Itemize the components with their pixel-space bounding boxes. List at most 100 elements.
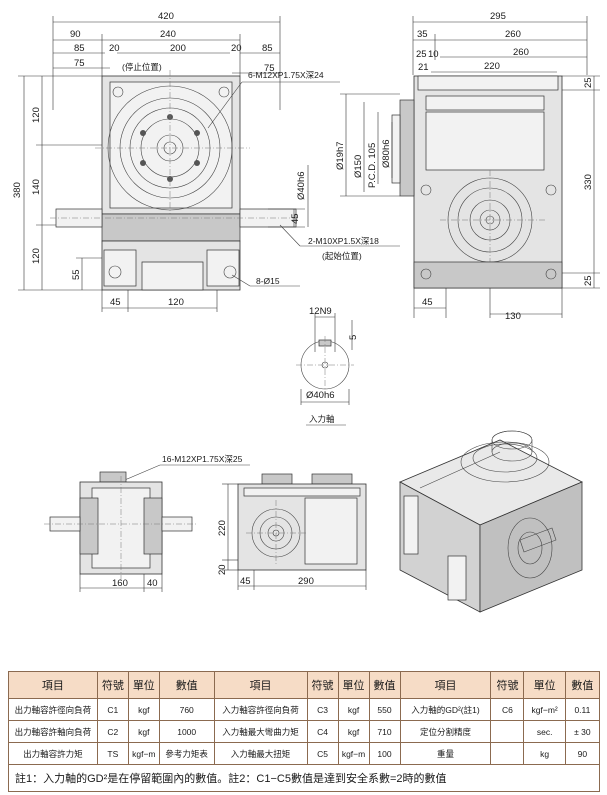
dim-120-bottom: 120 — [31, 248, 42, 264]
cell: kgf — [337, 698, 370, 721]
table-row: 出力軸容許力矩 TS kgf−m 參考力矩表 入力軸最大扭矩 C5 kgf−m … — [8, 742, 601, 765]
bottom-tap-label: 16-M12XP1.75X深25 — [162, 454, 243, 464]
cell: 定位分割精度 — [399, 720, 492, 743]
start-position-label: (起始位置) — [322, 251, 362, 261]
cell: C2 — [96, 720, 129, 743]
cell: C6 — [490, 698, 525, 721]
cell: kgf — [127, 720, 160, 743]
holes-label: 8-Ø15 — [256, 276, 280, 286]
dim-290: 290 — [298, 576, 314, 587]
cell: 100 — [368, 742, 401, 765]
header-symbol: 符號 — [306, 671, 339, 699]
dim-85-right: 85 — [262, 43, 273, 54]
cell: TS — [96, 742, 129, 765]
dim-200: 200 — [170, 43, 186, 54]
dim-55: 55 — [71, 269, 82, 280]
dim-19: Ø19h7 — [335, 141, 346, 170]
dim-r25-bottom: 25 — [583, 275, 594, 286]
cell: 入力軸容許徑向負荷 — [213, 698, 308, 721]
cell: C4 — [306, 720, 339, 743]
header-symbol: 符號 — [490, 671, 525, 699]
dim-40: 40 — [147, 578, 158, 589]
dim-120-top: 120 — [31, 107, 42, 123]
header-unit: 單位 — [337, 671, 370, 699]
dim-240: 240 — [160, 29, 176, 40]
note-row: 註1：入力軸的GD²是在停留範圍內的數值。註2：C1−C5數值是達到安全系數=2… — [8, 764, 600, 792]
dim-220: 220 — [484, 61, 500, 72]
dim-20-left: 20 — [109, 43, 120, 54]
cell: kgf — [127, 698, 160, 721]
dim-side-45: 45 — [422, 297, 433, 308]
dim-r25-top: 25 — [583, 77, 594, 88]
dim-25: 25 — [416, 49, 427, 60]
header-value: 數值 — [368, 671, 401, 699]
dim-120-base: 120 — [168, 297, 184, 308]
rear-view: 220 20 45 290 — [217, 473, 367, 590]
cell: 90 — [564, 742, 601, 765]
cell: ± 30 — [564, 720, 601, 743]
header-value: 數值 — [158, 671, 215, 699]
dim-80: Ø80h6 — [381, 139, 392, 168]
cell: 參考力矩表 — [158, 742, 215, 765]
cell: kgf−m — [127, 742, 160, 765]
dim-20-bottom: 20 — [217, 564, 228, 575]
dim-35: 35 — [417, 29, 428, 40]
spec-table: 項目 符號 單位 數值 項目 符號 單位 數值 項目 符號 單位 數值 出力軸容… — [8, 671, 601, 792]
shaft-dia-dim: Ø40h6 — [306, 390, 335, 401]
dim-260-top: 260 — [505, 29, 521, 40]
shaft-depth-dim: 5 — [348, 335, 359, 340]
dim-220-bottom: 220 — [217, 520, 228, 536]
cell: 出力軸容許力矩 — [8, 742, 98, 765]
dim-overall-width: 420 — [158, 11, 174, 22]
dim-10: 10 — [428, 49, 439, 60]
dim-90: 90 — [70, 29, 81, 40]
cell: kgf−m² — [523, 698, 566, 721]
shaft-detail: 12N9 5 Ø40h6 入力軸 — [296, 306, 359, 426]
cell: sec. — [523, 720, 566, 743]
dim-side-overall: 295 — [490, 11, 506, 22]
shaft-key-dim: 12N9 — [309, 306, 332, 317]
cell: 重量 — [399, 742, 492, 765]
dim-20-right: 20 — [231, 43, 242, 54]
cell: 出力軸容許軸向負荷 — [8, 720, 98, 743]
cell: 1000 — [158, 720, 215, 743]
dim-45-bottom: 45 — [110, 297, 121, 308]
spec-header-row: 項目 符號 單位 數值 項目 符號 單位 數值 項目 符號 單位 數值 — [8, 671, 601, 699]
cell: C3 — [306, 698, 339, 721]
cell: 入力軸最大彎曲力矩 — [213, 720, 308, 743]
cell: C5 — [306, 742, 339, 765]
header-item: 項目 — [213, 671, 308, 699]
side-housing — [413, 75, 563, 289]
dim-shaft-dia: Ø40h6 — [296, 171, 307, 200]
cell: kgf−m — [337, 742, 370, 765]
dim-45-rear: 45 — [240, 576, 251, 587]
cell: 入力軸的GD²(註1) — [399, 698, 492, 721]
dim-overall-height: 380 — [12, 182, 23, 198]
dim-75-left: 75 — [74, 58, 85, 69]
dim-160: 160 — [112, 578, 128, 589]
dim-75-right: 75 — [264, 63, 275, 74]
table-row: 出力軸容許徑向負荷 C1 kgf 760 入力軸容許徑向負荷 C3 kgf 55… — [8, 698, 601, 721]
isometric-view — [399, 430, 583, 613]
cell: 入力軸最大扭矩 — [213, 742, 308, 765]
header-item: 項目 — [399, 671, 492, 699]
header-value: 數值 — [564, 671, 601, 699]
cell: kg — [523, 742, 566, 765]
cell — [490, 720, 525, 743]
stop-position-label: (停止位置) — [122, 62, 162, 72]
tap-shaft-label: 2-M10XP1.5X深18 — [308, 236, 379, 246]
header-item: 項目 — [8, 671, 98, 699]
cell: C1 — [96, 698, 129, 721]
dim-85-left: 85 — [74, 43, 85, 54]
cell: 0.11 — [564, 698, 601, 721]
side-view: 295 35 260 25 10 260 21 220 Ø19h7 Ø150 — [335, 11, 600, 322]
header-unit: 單位 — [523, 671, 566, 699]
shaft-label: 入力軸 — [309, 414, 335, 424]
cell: 760 — [158, 698, 215, 721]
table-note: 註1：入力軸的GD²是在停留範圍內的數值。註2：C1−C5數值是達到安全系數=2… — [8, 764, 600, 792]
dim-shaft-45: 45 — [290, 213, 301, 224]
dim-330: 330 — [583, 174, 594, 190]
table-row: 出力軸容許軸向負荷 C2 kgf 1000 入力軸最大彎曲力矩 C4 kgf 7… — [8, 720, 601, 743]
dim-21: 21 — [418, 62, 429, 73]
technical-drawing: 420 90 240 85 20 200 20 85 75 75 (停止位置) … — [12, 11, 600, 613]
